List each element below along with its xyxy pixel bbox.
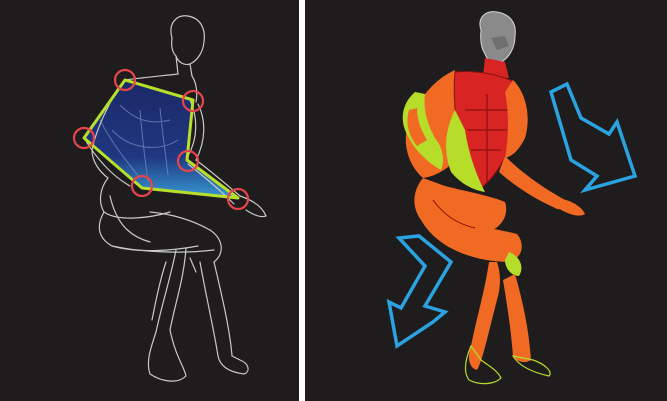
muscle-map-figure: [305, 0, 667, 401]
wireframe-panel: [0, 0, 299, 401]
front-forearm: [499, 156, 566, 209]
front-hand: [557, 198, 585, 216]
wireframe-figure: [0, 0, 299, 401]
arrow-right-up: [551, 84, 635, 190]
muscle-map-panel: [305, 0, 667, 401]
front-upper-arm: [505, 80, 528, 158]
knee-cap: [505, 252, 521, 276]
front-shin: [503, 274, 531, 362]
arrow-left-down: [389, 236, 451, 346]
back-calf: [469, 262, 500, 370]
